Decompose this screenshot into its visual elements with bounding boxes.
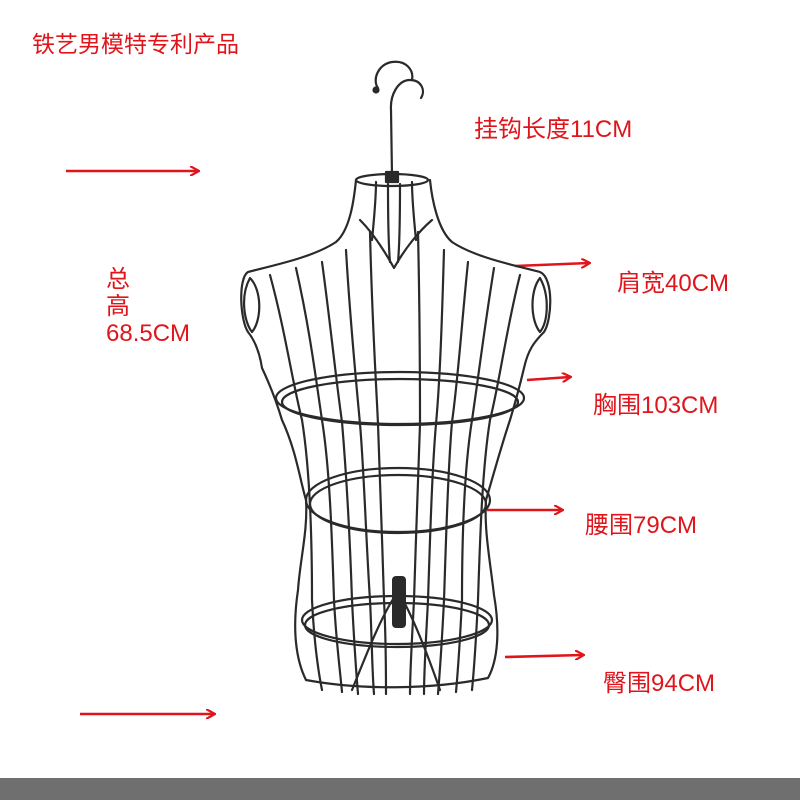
right-arm-hole <box>531 276 548 334</box>
rib-7 <box>422 248 446 696</box>
rib-2 <box>294 266 344 694</box>
neck-rib-center-right <box>396 182 402 264</box>
hip-label: 臀围94CM <box>603 670 716 697</box>
product-title: 铁艺男模特专利产品 <box>32 32 239 58</box>
total-height-char-1: 总 <box>106 266 130 293</box>
total-height-value: 68.5CM <box>106 320 191 348</box>
left-arm-hole <box>243 276 261 334</box>
waist-ring-inner <box>308 473 488 535</box>
mounting-post <box>392 576 406 628</box>
rib-8 <box>436 260 470 696</box>
hook-end <box>372 86 380 94</box>
rib-9 <box>454 266 496 694</box>
chest-ring-inner <box>280 377 520 427</box>
hook-length-label: 挂钩长度11CM <box>474 116 633 143</box>
neck-rib-right <box>410 180 418 242</box>
hook-base <box>384 170 400 184</box>
hanger-hook <box>374 60 425 178</box>
rib-3 <box>320 260 360 696</box>
waist-label: 腰围79CM <box>585 512 698 539</box>
bottom-bar <box>0 778 800 800</box>
total-height-char-2: 高 <box>106 293 130 321</box>
rib-10 <box>470 273 522 692</box>
rib-5 <box>368 230 388 696</box>
total-height-label: 总 高 68.5CM <box>106 266 190 347</box>
torso-outline <box>240 178 552 689</box>
rib-1 <box>268 273 324 692</box>
arrow-shoulder <box>514 263 589 266</box>
arrow-hip <box>504 655 583 657</box>
chest-label: 胸围103CM <box>593 392 719 419</box>
rib-6 <box>408 230 422 696</box>
neck-rib-center-left <box>386 182 392 264</box>
shoulder-width-label: 肩宽40CM <box>617 270 730 297</box>
neck-rib-left <box>370 180 378 242</box>
arrow-chest <box>526 377 570 380</box>
